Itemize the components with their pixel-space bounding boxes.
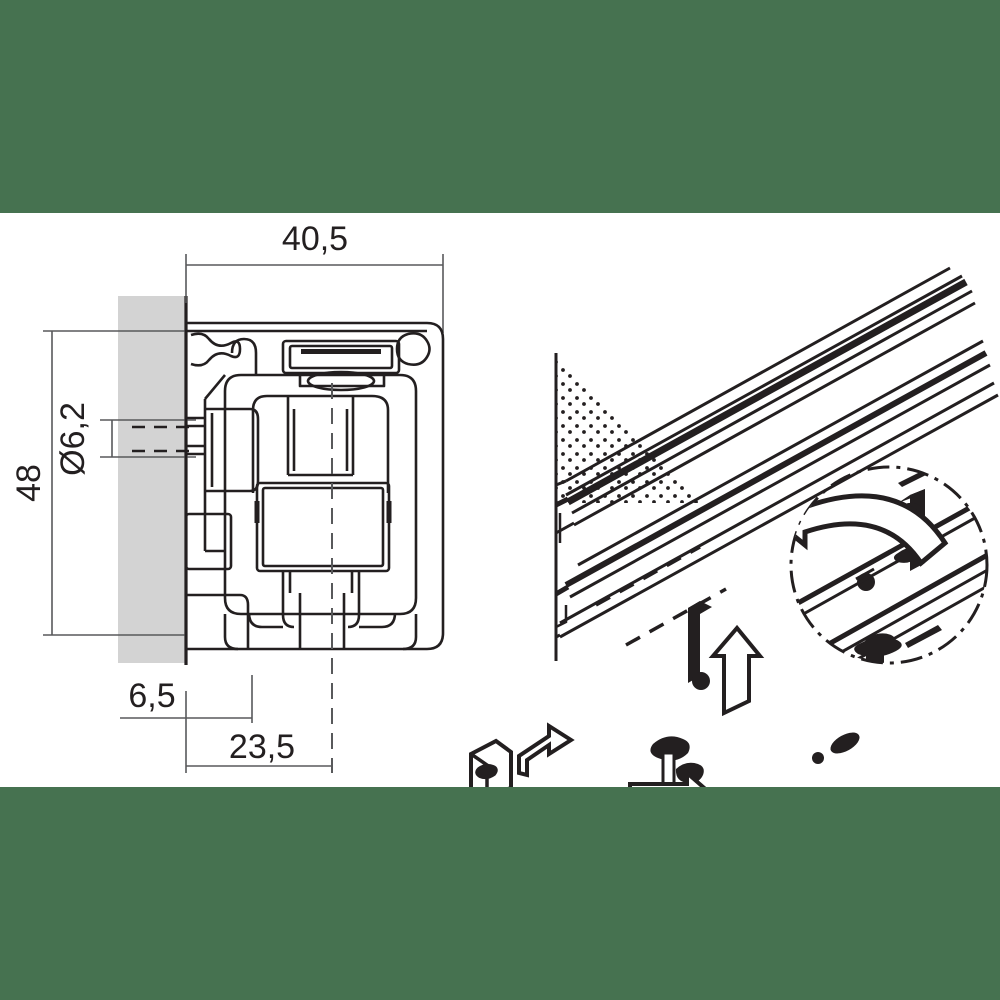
bottom-letterbox-band <box>0 787 1000 1000</box>
rail-hidden-edges <box>595 545 727 647</box>
dimension-wall-thickness-label: 6,5 <box>128 677 175 715</box>
dimension-offset-label: 23,5 <box>229 728 295 766</box>
arrow-right-icon <box>517 722 575 778</box>
dimension-wall-thickness-6-5: 6,5 <box>120 675 253 773</box>
wall-block <box>118 296 186 663</box>
arrow-rotate-right-icon <box>628 768 707 787</box>
end-cap-part <box>469 738 513 787</box>
technical-drawing-svg: 40,5 48 Ø6,2 <box>10 220 999 787</box>
dimension-hole-label: Ø6,2 <box>54 402 92 476</box>
dimension-height-48: 48 <box>10 330 185 636</box>
dimension-offset-23-5: 23,5 <box>186 683 333 773</box>
drawing-canvas: 40,5 48 Ø6,2 <box>0 213 1000 787</box>
dimension-height-label: 48 <box>10 464 48 502</box>
profile-outline <box>184 321 445 651</box>
track-rail <box>554 266 999 639</box>
arrow-up-icon <box>708 624 765 717</box>
rail-fixing-points <box>812 567 875 764</box>
isometric-assembly-view <box>469 266 999 787</box>
dimension-width-label: 40,5 <box>282 220 348 258</box>
dimension-hole-dia: Ø6,2 <box>54 402 196 476</box>
top-letterbox-band <box>0 0 1000 213</box>
dimension-width-40-5: 40,5 <box>185 220 444 333</box>
detail-circle <box>789 465 989 665</box>
cross-section-view: 40,5 48 Ø6,2 <box>10 220 445 773</box>
